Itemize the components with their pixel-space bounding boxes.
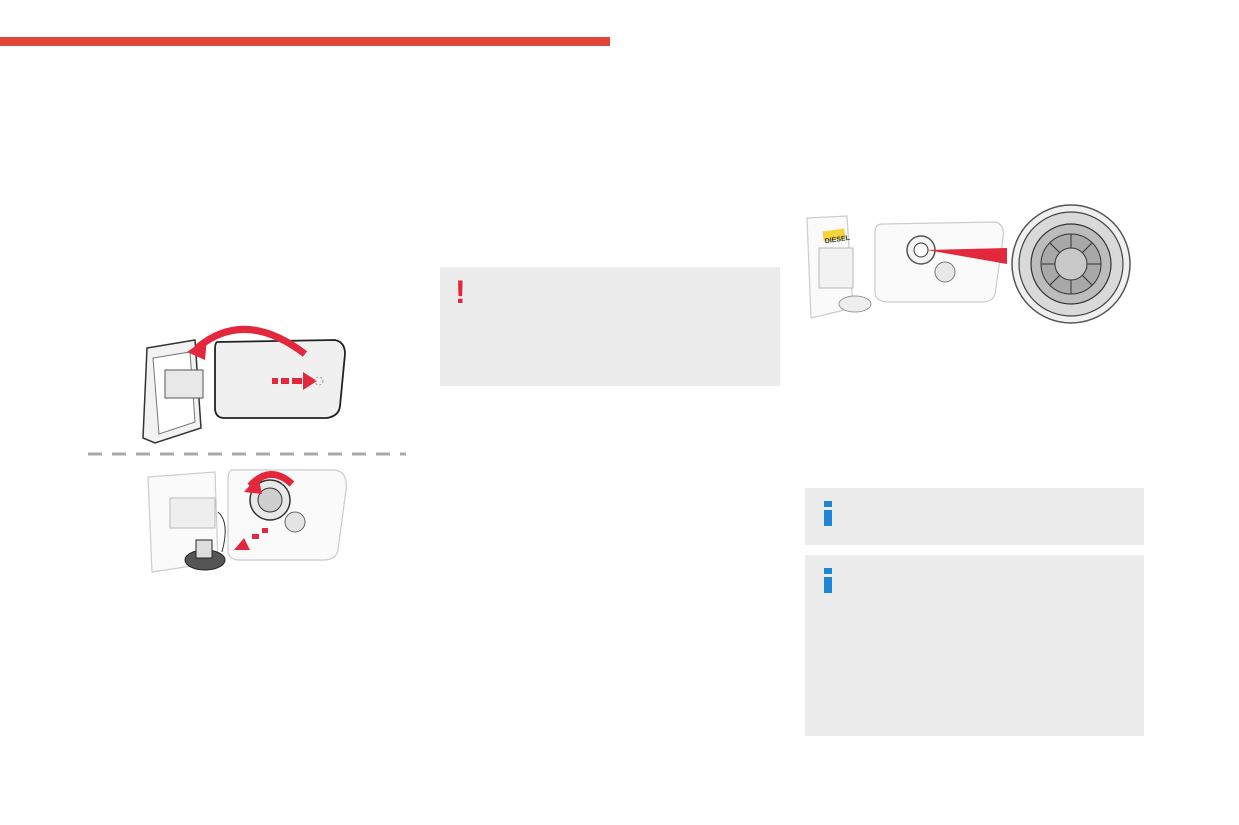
fuel-cap-removal-illustration — [147, 469, 347, 573]
info-box — [805, 555, 1144, 736]
diesel-filler-illustration: DIESEL — [806, 204, 1131, 324]
dashed-separator — [88, 452, 406, 456]
section-header-bar — [0, 37, 610, 46]
exclamation-icon: ! — [455, 274, 466, 310]
diesel-label: DIESEL — [824, 235, 851, 246]
info-icon — [823, 568, 833, 594]
info-icon — [823, 501, 833, 527]
fuel-flap-opening-illustration — [142, 326, 346, 444]
info-box — [805, 488, 1144, 545]
warning-box — [440, 267, 780, 386]
